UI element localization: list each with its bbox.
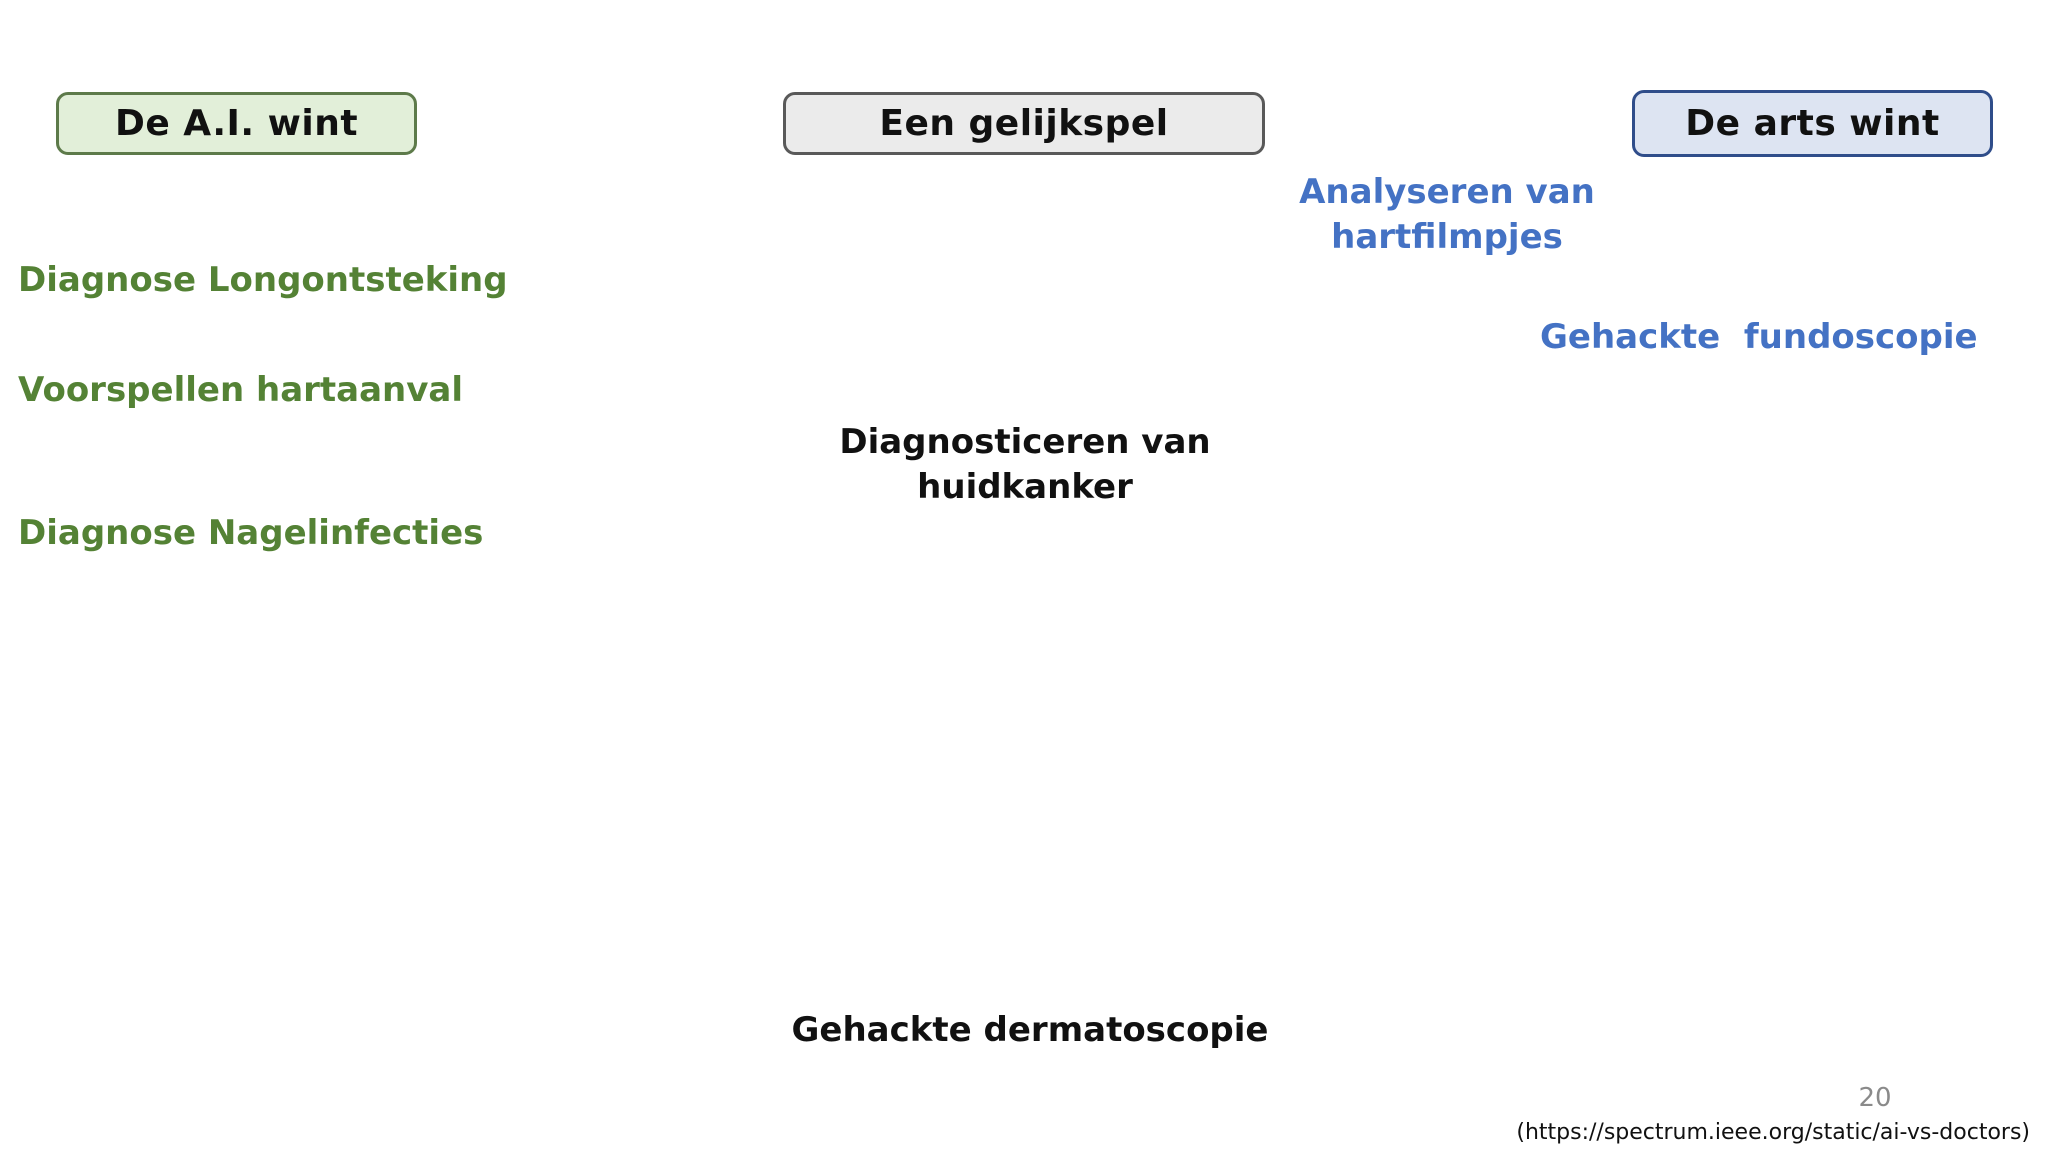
ai-wins-item-heart-attack: Voorspellen hartaanval xyxy=(18,370,464,410)
header-label-draw: Een gelijkspel xyxy=(879,103,1169,144)
page-number: 20 xyxy=(1858,1083,1892,1113)
draw-item-skin-cancer-line2: huidkanker xyxy=(917,467,1133,507)
draw-item-skin-cancer: Diagnosticeren van huidkanker xyxy=(775,420,1275,510)
ai-wins-item-pneumonia: Diagnose Longontsteking xyxy=(18,260,508,300)
doctor-wins-item-ecg-line1: Analyseren van xyxy=(1299,172,1595,212)
header-box-doctor-wins: De arts wint xyxy=(1632,90,1993,157)
doctor-wins-item-ecg: Analyseren van hartfilmpjes xyxy=(1187,170,1707,260)
ai-wins-item-nail-infections: Diagnose Nagelinfecties xyxy=(18,513,484,553)
header-label-doctor-wins: De arts wint xyxy=(1685,103,1940,144)
header-box-ai-wins: De A.I. wint xyxy=(56,92,417,155)
draw-item-skin-cancer-line1: Diagnosticeren van xyxy=(839,422,1211,462)
header-box-draw: Een gelijkspel xyxy=(783,92,1265,155)
header-label-ai-wins: De A.I. wint xyxy=(114,103,359,144)
doctor-wins-item-ecg-line2: hartfilmpjes xyxy=(1331,217,1563,257)
doctor-wins-item-fundoscopy: Gehackte fundoscopie xyxy=(1540,317,1978,357)
source-citation: (https://spectrum.ieee.org/static/ai-vs-… xyxy=(1516,1120,2030,1145)
draw-item-dermatoscopy: Gehackte dermatoscopie xyxy=(791,1010,1269,1050)
